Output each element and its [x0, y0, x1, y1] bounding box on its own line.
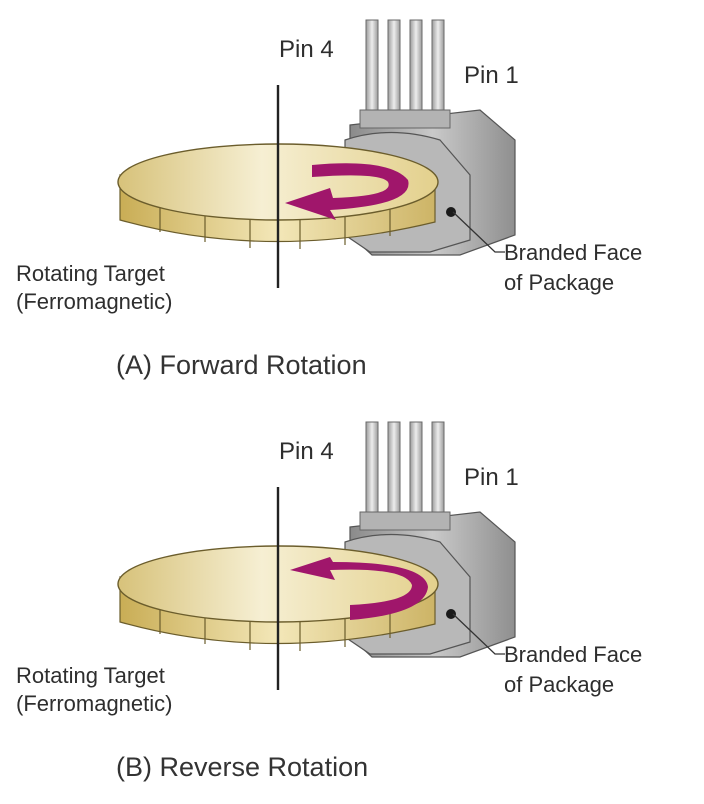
branded-face-label-line1: Branded Face	[504, 240, 643, 265]
pin1-label: Pin 1	[464, 62, 519, 89]
sensor-diagram-reverse	[116, 420, 517, 692]
panel-forward-rotation: Pin 4 Pin 1 Branded Face of Package Rota…	[16, 18, 643, 380]
sensor-diagram-forward	[116, 18, 517, 290]
branded-face-label-line1: Branded Face	[504, 642, 643, 667]
branded-face-label-line2: of Package	[504, 270, 615, 295]
panel-reverse-rotation: Pin 4 Pin 1 Branded Face of Package Rota…	[0, 402, 704, 804]
rotating-target-label-line1: Rotating Target	[16, 663, 165, 688]
rotating-target-label-line2: (Ferromagnetic)	[16, 289, 173, 314]
rotating-target-label-line2: (Ferromagnetic)	[16, 691, 173, 716]
pin4-label: Pin 4	[279, 36, 334, 63]
caption-reverse-rotation: (B) Reverse Rotation	[116, 752, 369, 782]
pin1-label: Pin 1	[464, 464, 519, 491]
branded-face-label-line2: of Package	[504, 672, 615, 697]
pin4-label: Pin 4	[279, 438, 334, 465]
caption-forward-rotation: (A) Forward Rotation	[116, 350, 367, 380]
rotating-target-label-line1: Rotating Target	[16, 261, 165, 286]
